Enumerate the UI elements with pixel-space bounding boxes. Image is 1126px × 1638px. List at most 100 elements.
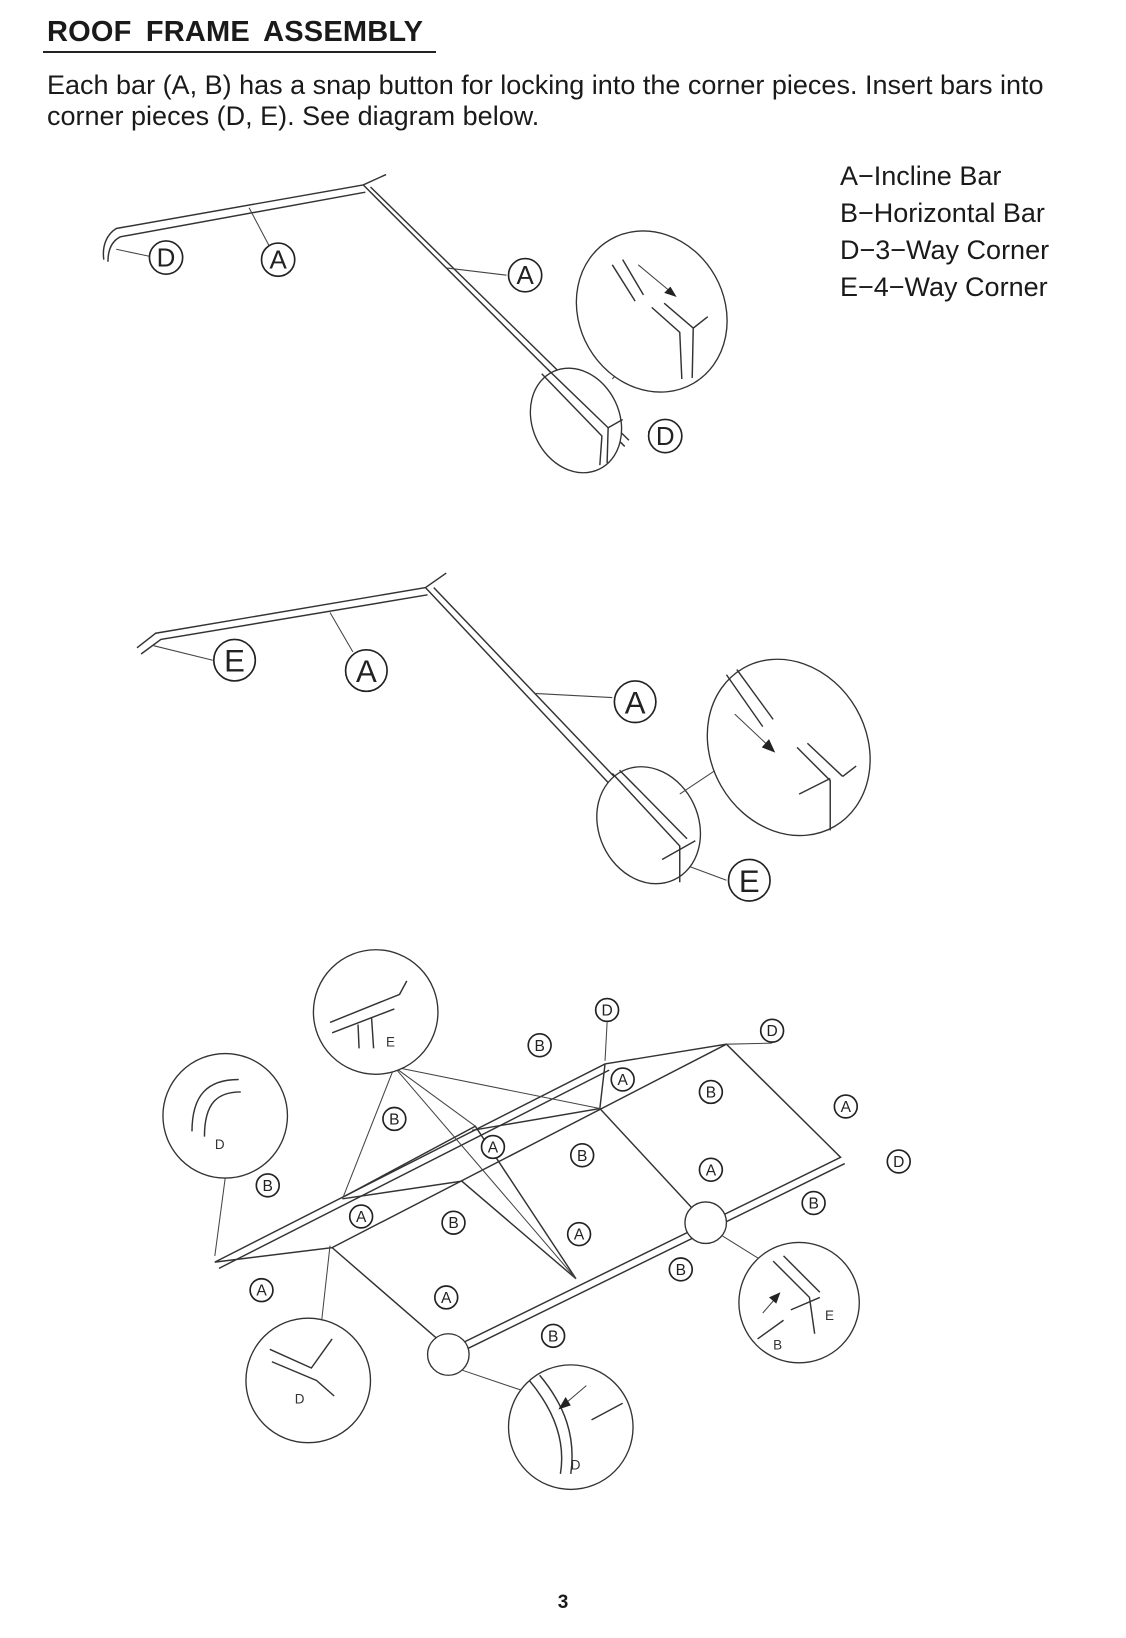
callout-label: A [348, 1204, 374, 1229]
title-underline [43, 51, 436, 53]
detail-letter: E [825, 1308, 834, 1323]
callout-label: D [148, 240, 184, 275]
callout-label: A [260, 242, 296, 278]
callout-label: A [698, 1157, 724, 1183]
callout-circle [382, 1106, 407, 1132]
callout-label: A [480, 1134, 506, 1160]
callout-letter: A [706, 1162, 717, 1179]
callout-label: A [833, 1094, 859, 1119]
callout-circle [833, 1094, 859, 1119]
legend-item-a: A−Incline Bar [840, 161, 1002, 191]
callout-circle [540, 1323, 566, 1349]
callout-circle [527, 1032, 552, 1058]
callout-letter: D [601, 1002, 612, 1019]
callout-letter: E [739, 864, 760, 899]
callout-letter: D [157, 245, 176, 273]
callout-letter: E [224, 644, 245, 679]
callout-circle [569, 1142, 595, 1168]
callout-circle [148, 240, 184, 275]
callout-label: B [441, 1210, 466, 1235]
callout-circle [610, 1067, 635, 1092]
callout-circle [344, 649, 388, 693]
callout-circle [260, 242, 296, 278]
callout-letter: A [256, 1283, 267, 1300]
callout-circle [594, 997, 620, 1023]
page-title: ROOF FRAME ASSEMBLY [47, 16, 424, 48]
callout-letter: A [356, 654, 377, 689]
callout-circle [668, 1257, 694, 1282]
callout-circle [759, 1018, 785, 1043]
callout-letter: D [893, 1154, 904, 1171]
page-number: 3 [557, 1592, 569, 1613]
callout-circle [348, 1204, 374, 1229]
detail-letter: E [386, 1034, 395, 1049]
callout-letter: D [656, 423, 675, 451]
callout-letter: B [389, 1111, 399, 1128]
callout-label: A [610, 1067, 635, 1092]
callout-label: D [594, 997, 620, 1023]
callout-circle [480, 1134, 506, 1160]
detail-letter: B [773, 1337, 782, 1352]
callout-label: A [249, 1277, 274, 1303]
callout-letter: A [841, 1099, 852, 1116]
callout-letter: D [766, 1023, 777, 1040]
diagram-4way-corner [136, 572, 871, 885]
callout-circle [698, 1079, 724, 1105]
callout-letter: B [577, 1148, 587, 1165]
detail-letter: D [215, 1137, 225, 1152]
callout-label: B [255, 1173, 280, 1198]
callout-letter: A [625, 685, 646, 720]
callout-letter: A [441, 1290, 452, 1307]
callout-label: B [382, 1106, 407, 1132]
callout-circle [441, 1210, 466, 1235]
callout-label: D [886, 1149, 911, 1174]
callout-label: A [566, 1221, 592, 1247]
detail-letter: D [571, 1458, 581, 1473]
callout-circle [801, 1190, 826, 1216]
callout-label: B [540, 1323, 566, 1349]
parts-legend: A−Incline Bar B−Horizontal Bar D−3−Way C… [840, 158, 1049, 306]
legend-item-b: B−Horizontal Bar [840, 198, 1045, 228]
callout-circle [507, 257, 543, 293]
callout-label: A [507, 257, 543, 293]
callout-letter: B [448, 1215, 458, 1232]
callout-circle [613, 680, 657, 724]
callout-label: E [212, 638, 257, 682]
legend-item-d: D−3−Way Corner [840, 235, 1050, 265]
callout-circle [886, 1149, 911, 1174]
callout-label: B [698, 1079, 724, 1105]
callout-circle [647, 418, 683, 454]
callout-label: A [434, 1285, 459, 1310]
diagram-roof-frame [162, 949, 860, 1491]
callout-circle [249, 1277, 274, 1303]
callout-letter: A [269, 247, 287, 275]
callout-letter: A [516, 262, 534, 290]
callout-label: B [569, 1142, 595, 1168]
callout-label: E [727, 858, 771, 902]
diagram-3way-corner [102, 173, 728, 474]
detail-letter: D [295, 1391, 305, 1406]
callout-letter: B [676, 1262, 686, 1279]
callout-letter: B [706, 1084, 716, 1101]
instruction-text: Each bar (A, B) has a snap button for lo… [47, 70, 1044, 131]
callout-circle [212, 638, 257, 682]
legend-item-e: E−4−Way Corner [840, 272, 1048, 302]
callout-label: D [759, 1018, 785, 1043]
callout-label: A [613, 680, 657, 724]
callout-letter: B [534, 1038, 544, 1055]
callout-letter: A [617, 1072, 628, 1089]
callout-letter: A [574, 1227, 585, 1244]
callout-letter: B [548, 1328, 558, 1345]
callout-label: B [801, 1190, 826, 1216]
callout-label: A [344, 649, 388, 693]
callout-letter: A [488, 1139, 499, 1156]
callout-circle [255, 1173, 280, 1198]
callout-label: B [527, 1032, 552, 1058]
callout-labels: D A A D E A A E D B D A B A B A B D A B B A B A B A A B E D D D E B [148, 240, 911, 1473]
callout-circle [566, 1221, 592, 1247]
callout-circle [698, 1157, 724, 1183]
callout-circle [727, 858, 771, 902]
callout-label: D [647, 418, 683, 454]
